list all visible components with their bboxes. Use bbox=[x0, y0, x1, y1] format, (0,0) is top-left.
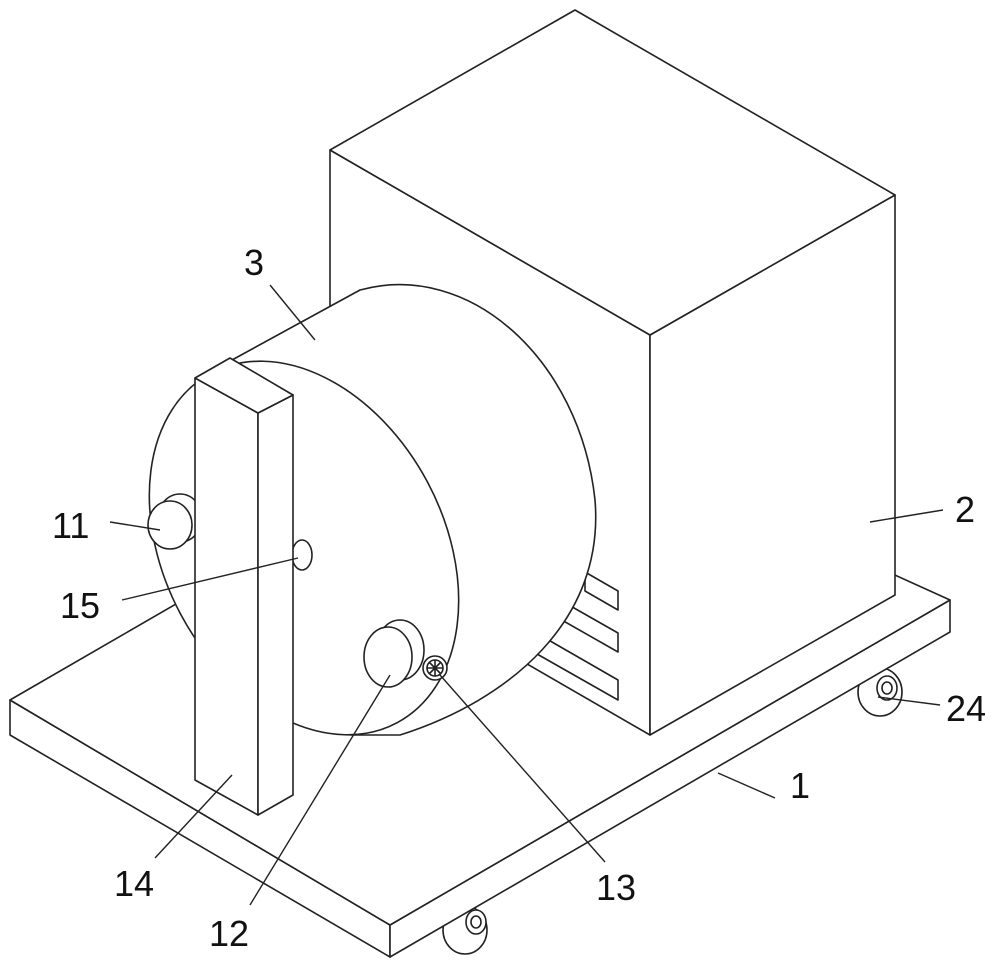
label-2: 2 bbox=[955, 489, 975, 530]
label-13: 13 bbox=[596, 867, 636, 908]
label-24: 24 bbox=[946, 688, 986, 729]
leader-1 bbox=[718, 773, 775, 798]
label-14: 14 bbox=[114, 863, 154, 904]
small-gear bbox=[423, 656, 447, 680]
label-1: 1 bbox=[790, 765, 810, 806]
label-11: 11 bbox=[52, 505, 89, 546]
support-post bbox=[195, 358, 293, 815]
shaft-pin bbox=[292, 540, 312, 570]
label-3: 3 bbox=[244, 242, 264, 283]
label-15: 15 bbox=[60, 585, 100, 626]
label-12: 12 bbox=[209, 913, 249, 954]
